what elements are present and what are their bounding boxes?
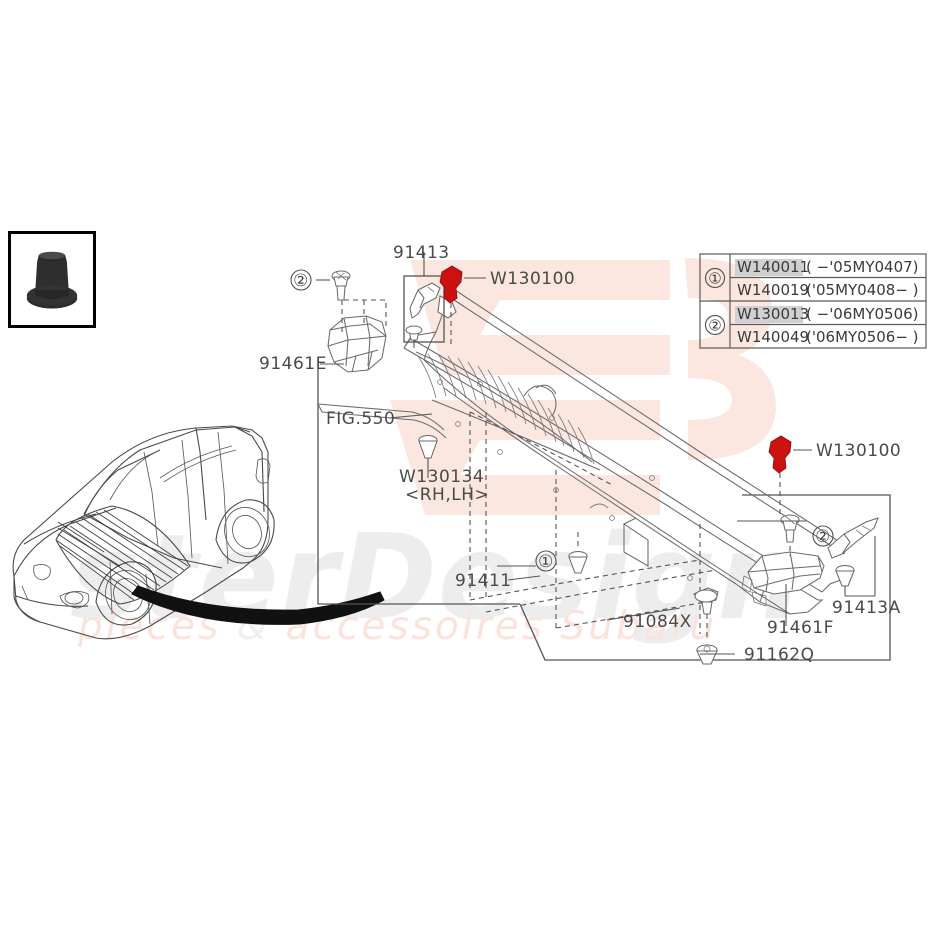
part-91461F-bracket xyxy=(741,528,825,607)
legend-table: ① ② W140011 ( −'05MY0407) W140019 ('05MY… xyxy=(699,253,927,349)
label-FIG550: FIG.550 xyxy=(326,409,395,429)
clip-photo-thumbnail[interactable] xyxy=(8,231,96,328)
marker-circle-1-mid xyxy=(535,550,557,572)
legend-range-2: ('05MY0408− ) xyxy=(806,281,919,299)
label-91413A: 91413A xyxy=(832,598,901,618)
part-91413A-detail xyxy=(827,517,879,597)
legend-marker-1: ① xyxy=(708,270,721,288)
label-91413: 91413 xyxy=(393,243,450,263)
legend-part-4: W140049 xyxy=(737,328,809,346)
leader-91084X xyxy=(606,607,681,621)
circled-markers xyxy=(290,269,834,572)
cowl-seal-strip xyxy=(131,585,385,625)
clip-photo-image xyxy=(11,234,93,325)
marker-circle-2-top xyxy=(290,269,312,291)
vehicle-illustration xyxy=(12,425,275,640)
label-W130100-right: W130100 xyxy=(816,441,901,461)
label-91461F: 91461F xyxy=(767,618,834,638)
marker-2-right-glyph: ② xyxy=(815,527,831,547)
fastener-right-bolt xyxy=(780,514,800,543)
fastener-mid-grommet xyxy=(568,530,588,574)
label-91461E: 91461E xyxy=(259,354,327,374)
legend-part-1: W140011 xyxy=(737,258,809,276)
legend-part-2: W140019 xyxy=(737,281,809,299)
marker-circle-2-right xyxy=(812,525,834,547)
part-91084X-clip xyxy=(693,587,719,640)
label-W130134: W130134 xyxy=(399,467,484,487)
label-91162Q: 91162Q xyxy=(744,645,814,665)
legend-range-1: ( −'05MY0407) xyxy=(806,258,919,276)
label-W130100-left: W130100 xyxy=(490,269,575,289)
main-frame-box-lower xyxy=(519,494,891,661)
marker-1-mid-glyph: ① xyxy=(538,552,554,572)
marker-2-top-glyph: ② xyxy=(293,271,309,291)
fastener-top-bolt xyxy=(331,270,351,301)
leader-91411 xyxy=(507,575,541,581)
legend-range-3: ( −'06MY0506) xyxy=(806,305,919,323)
label-91411: 91411 xyxy=(455,571,512,591)
label-91084X: 91084X xyxy=(623,612,692,632)
main-frame-box-left xyxy=(317,368,520,605)
legend-marker-2: ② xyxy=(708,317,721,335)
legend-part-3: W130013 xyxy=(737,305,809,323)
label-W130134-side: <RH,LH> xyxy=(405,485,489,505)
part-91461E-bracket xyxy=(327,299,387,373)
legend-range-4: ('06MY0506− ) xyxy=(806,328,919,346)
